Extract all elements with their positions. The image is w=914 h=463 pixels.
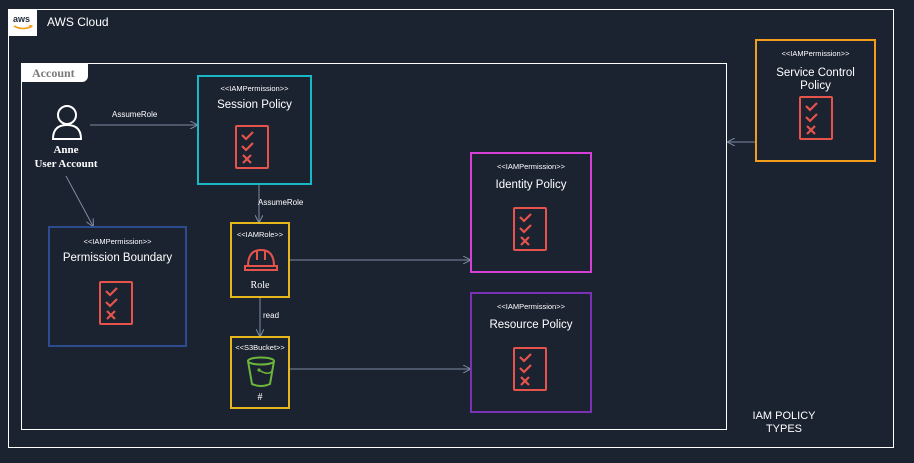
policy-document-icon xyxy=(513,347,547,391)
resource-policy-stereotype: <<IAMPermission>> xyxy=(497,302,565,311)
policy-document-icon xyxy=(799,96,833,140)
bucket-name: # xyxy=(257,392,263,403)
session-policy-stereotype: <<IAMPermission>> xyxy=(220,84,289,93)
resource-policy-box[interactable]: <<IAMPermission>> Resource Policy xyxy=(470,292,592,413)
aws-cloud-group xyxy=(8,9,894,448)
role-name: Role xyxy=(250,280,270,291)
identity-policy-stereotype: <<IAMPermission>> xyxy=(497,162,565,171)
user-subtitle: User Account xyxy=(34,158,98,170)
policy-document-icon xyxy=(513,207,547,251)
s3-bucket-box[interactable]: <<S3Bucket>> # xyxy=(230,336,290,409)
session-policy-box[interactable]: <<IAMPermission>> Session Policy xyxy=(197,75,312,185)
edge-user-to-boundary xyxy=(65,175,93,226)
hard-hat-icon xyxy=(244,248,278,271)
edge-label-assumerole-1: AssumeRole xyxy=(112,110,158,119)
s3-bucket-icon xyxy=(247,356,275,387)
user-icon xyxy=(51,105,83,140)
account-group xyxy=(21,63,727,430)
scp-name-line1: Service Control xyxy=(776,67,855,79)
permission-boundary-stereotype: <<IAMPermission>> xyxy=(83,237,152,246)
policy-document-icon xyxy=(235,125,269,169)
identity-policy-box[interactable]: <<IAMPermission>> Identity Policy xyxy=(470,152,592,273)
permission-boundary-box[interactable]: <<IAMPermission>> Permission Boundary xyxy=(48,226,187,347)
role-box[interactable]: <<IAMRole>> Role xyxy=(230,222,290,298)
user-name: Anne xyxy=(53,144,79,156)
aws-cloud-title: AWS Cloud xyxy=(47,15,109,29)
identity-policy-name: Identity Policy xyxy=(495,179,567,191)
caption-line2: TYPES xyxy=(765,423,803,435)
aws-logo-icon: aws xyxy=(9,10,37,36)
session-policy-name: Session Policy xyxy=(217,99,292,111)
account-tab: Account xyxy=(22,64,88,82)
resource-policy-name: Resource Policy xyxy=(489,319,573,331)
scp-name-line2: Policy xyxy=(800,80,831,92)
scp-stereotype: <<IAMPermission>> xyxy=(781,49,850,58)
bucket-stereotype: <<S3Bucket>> xyxy=(235,343,285,352)
account-title: Account xyxy=(32,66,75,80)
service-control-policy-box[interactable]: <<IAMPermission>> Service Control Policy xyxy=(755,39,876,162)
edge-label-read: read xyxy=(263,311,280,320)
role-stereotype: <<IAMRole>> xyxy=(236,230,284,239)
permission-boundary-name: Permission Boundary xyxy=(62,252,173,264)
edge-label-assumerole-2: AssumeRole xyxy=(258,198,304,207)
policy-document-icon xyxy=(99,281,133,325)
caption-line1: IAM POLICY xyxy=(752,410,816,422)
